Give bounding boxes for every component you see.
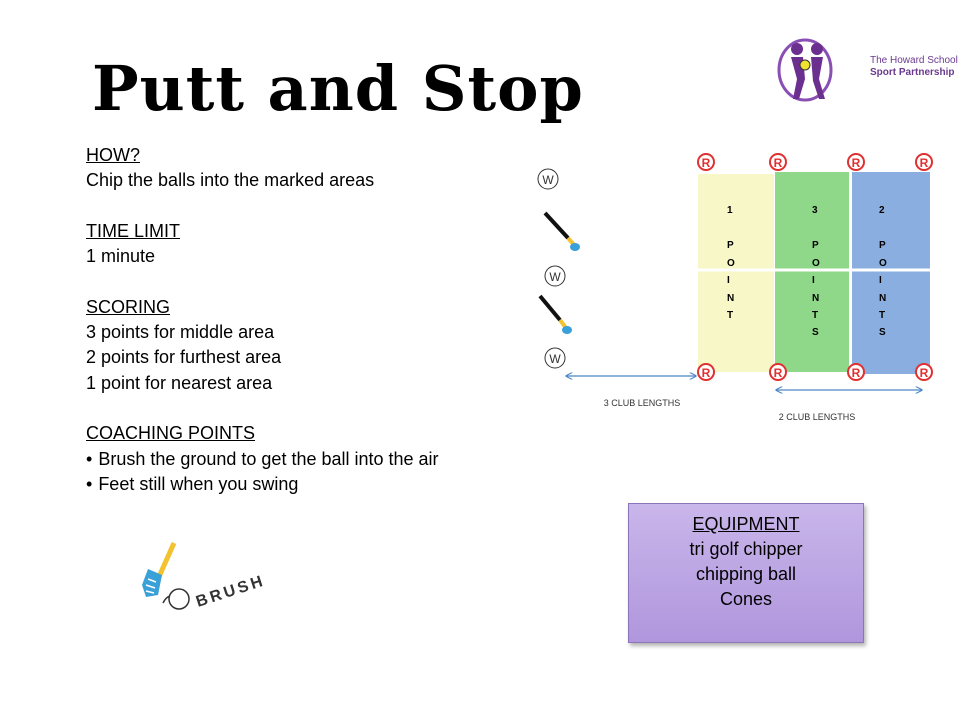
zone-1-point: 1 P O I N T [698, 174, 774, 372]
field-diagram: W W W 1 P O I N T 3 P O I N T S 2 [537, 153, 933, 422]
svg-text:T: T [727, 310, 733, 321]
brush-label: BRUSH [194, 572, 268, 610]
scoring-heading: SCORING [86, 296, 171, 317]
svg-text:P: P [727, 240, 734, 251]
distance-label-2: 2 CLUB LENGTHS [779, 412, 856, 422]
time-heading: TIME LIMIT [86, 220, 180, 241]
brush-illustration: BRUSH [142, 541, 268, 611]
r-marker: R [847, 363, 865, 381]
svg-text:R: R [702, 156, 711, 170]
svg-text:N: N [812, 293, 819, 304]
ball-icon [168, 588, 190, 610]
logo-line1: The Howard School [870, 55, 958, 66]
r-marker: R [915, 363, 933, 381]
how-heading: HOW? [86, 145, 140, 165]
scoring-line: 3 points for middle area [86, 322, 275, 343]
coaching-heading: COACHING POINTS [86, 423, 256, 444]
svg-text:O: O [879, 258, 887, 269]
svg-text:N: N [727, 293, 734, 304]
zone-2-points: 2 P O I N T S [852, 172, 930, 374]
r-marker: R [769, 363, 787, 381]
svg-text:R: R [852, 366, 861, 380]
svg-text:1: 1 [727, 205, 733, 216]
svg-text:W: W [549, 270, 561, 284]
distance-label-1: 3 CLUB LENGTHS [604, 398, 681, 408]
w-marker: W [544, 265, 566, 287]
equipment-box: EQUIPMENT tri golf chipper chipping ball… [628, 503, 864, 643]
zone-3-points: 3 P O I N T S [775, 172, 849, 372]
svg-text:I: I [879, 275, 882, 286]
svg-text:3: 3 [812, 205, 818, 216]
w-marker: W [544, 347, 566, 369]
w-marker: W [537, 168, 559, 190]
golf-club-icon [543, 211, 580, 251]
svg-text:R: R [702, 366, 711, 380]
svg-text:N: N [879, 293, 886, 304]
equipment-item: tri golf chipper [689, 539, 803, 559]
instructions: HOW? Chip the balls into the marked area… [86, 143, 526, 497]
page-title: Putt and Stop [92, 52, 584, 125]
svg-text:P: P [812, 240, 819, 251]
svg-text:S: S [879, 327, 886, 338]
r-marker: R [847, 153, 865, 171]
svg-text:O: O [812, 258, 820, 269]
coaching-bullet: Brush the ground to get the ball into th… [86, 447, 526, 472]
svg-text:R: R [920, 156, 929, 170]
logo-line2: Sport Partnership [870, 67, 955, 78]
r-marker: R [697, 153, 715, 171]
logo-figures-icon [777, 38, 833, 102]
svg-text:I: I [812, 275, 815, 286]
svg-text:R: R [774, 366, 783, 380]
svg-text:2: 2 [879, 205, 885, 216]
svg-text:R: R [920, 366, 929, 380]
scoring-line: 2 points for furthest area [86, 347, 282, 368]
coaching-bullet: Feet still when you swing [86, 472, 526, 497]
golf-club-icon [538, 294, 572, 334]
svg-text:P: P [879, 240, 886, 251]
svg-text:O: O [727, 258, 735, 269]
time-text: 1 minute [86, 246, 156, 267]
school-logo: The Howard School Sport Partnership [775, 35, 958, 105]
equipment-item: chipping ball [695, 564, 797, 584]
equipment-item: Cones [719, 589, 773, 609]
r-marker: R [769, 153, 787, 171]
how-text: Chip the balls into the marked areas [86, 170, 375, 191]
svg-text:T: T [812, 310, 818, 321]
equipment-heading: EQUIPMENT [692, 514, 800, 534]
scoring-line: 1 point for nearest area [86, 372, 273, 393]
svg-text:W: W [549, 352, 561, 366]
svg-text:R: R [774, 156, 783, 170]
svg-text:I: I [727, 275, 730, 286]
svg-text:T: T [879, 310, 885, 321]
r-marker: R [915, 153, 933, 171]
svg-text:R: R [852, 156, 861, 170]
svg-text:S: S [812, 327, 819, 338]
svg-text:W: W [542, 173, 554, 187]
r-marker: R [697, 363, 715, 381]
